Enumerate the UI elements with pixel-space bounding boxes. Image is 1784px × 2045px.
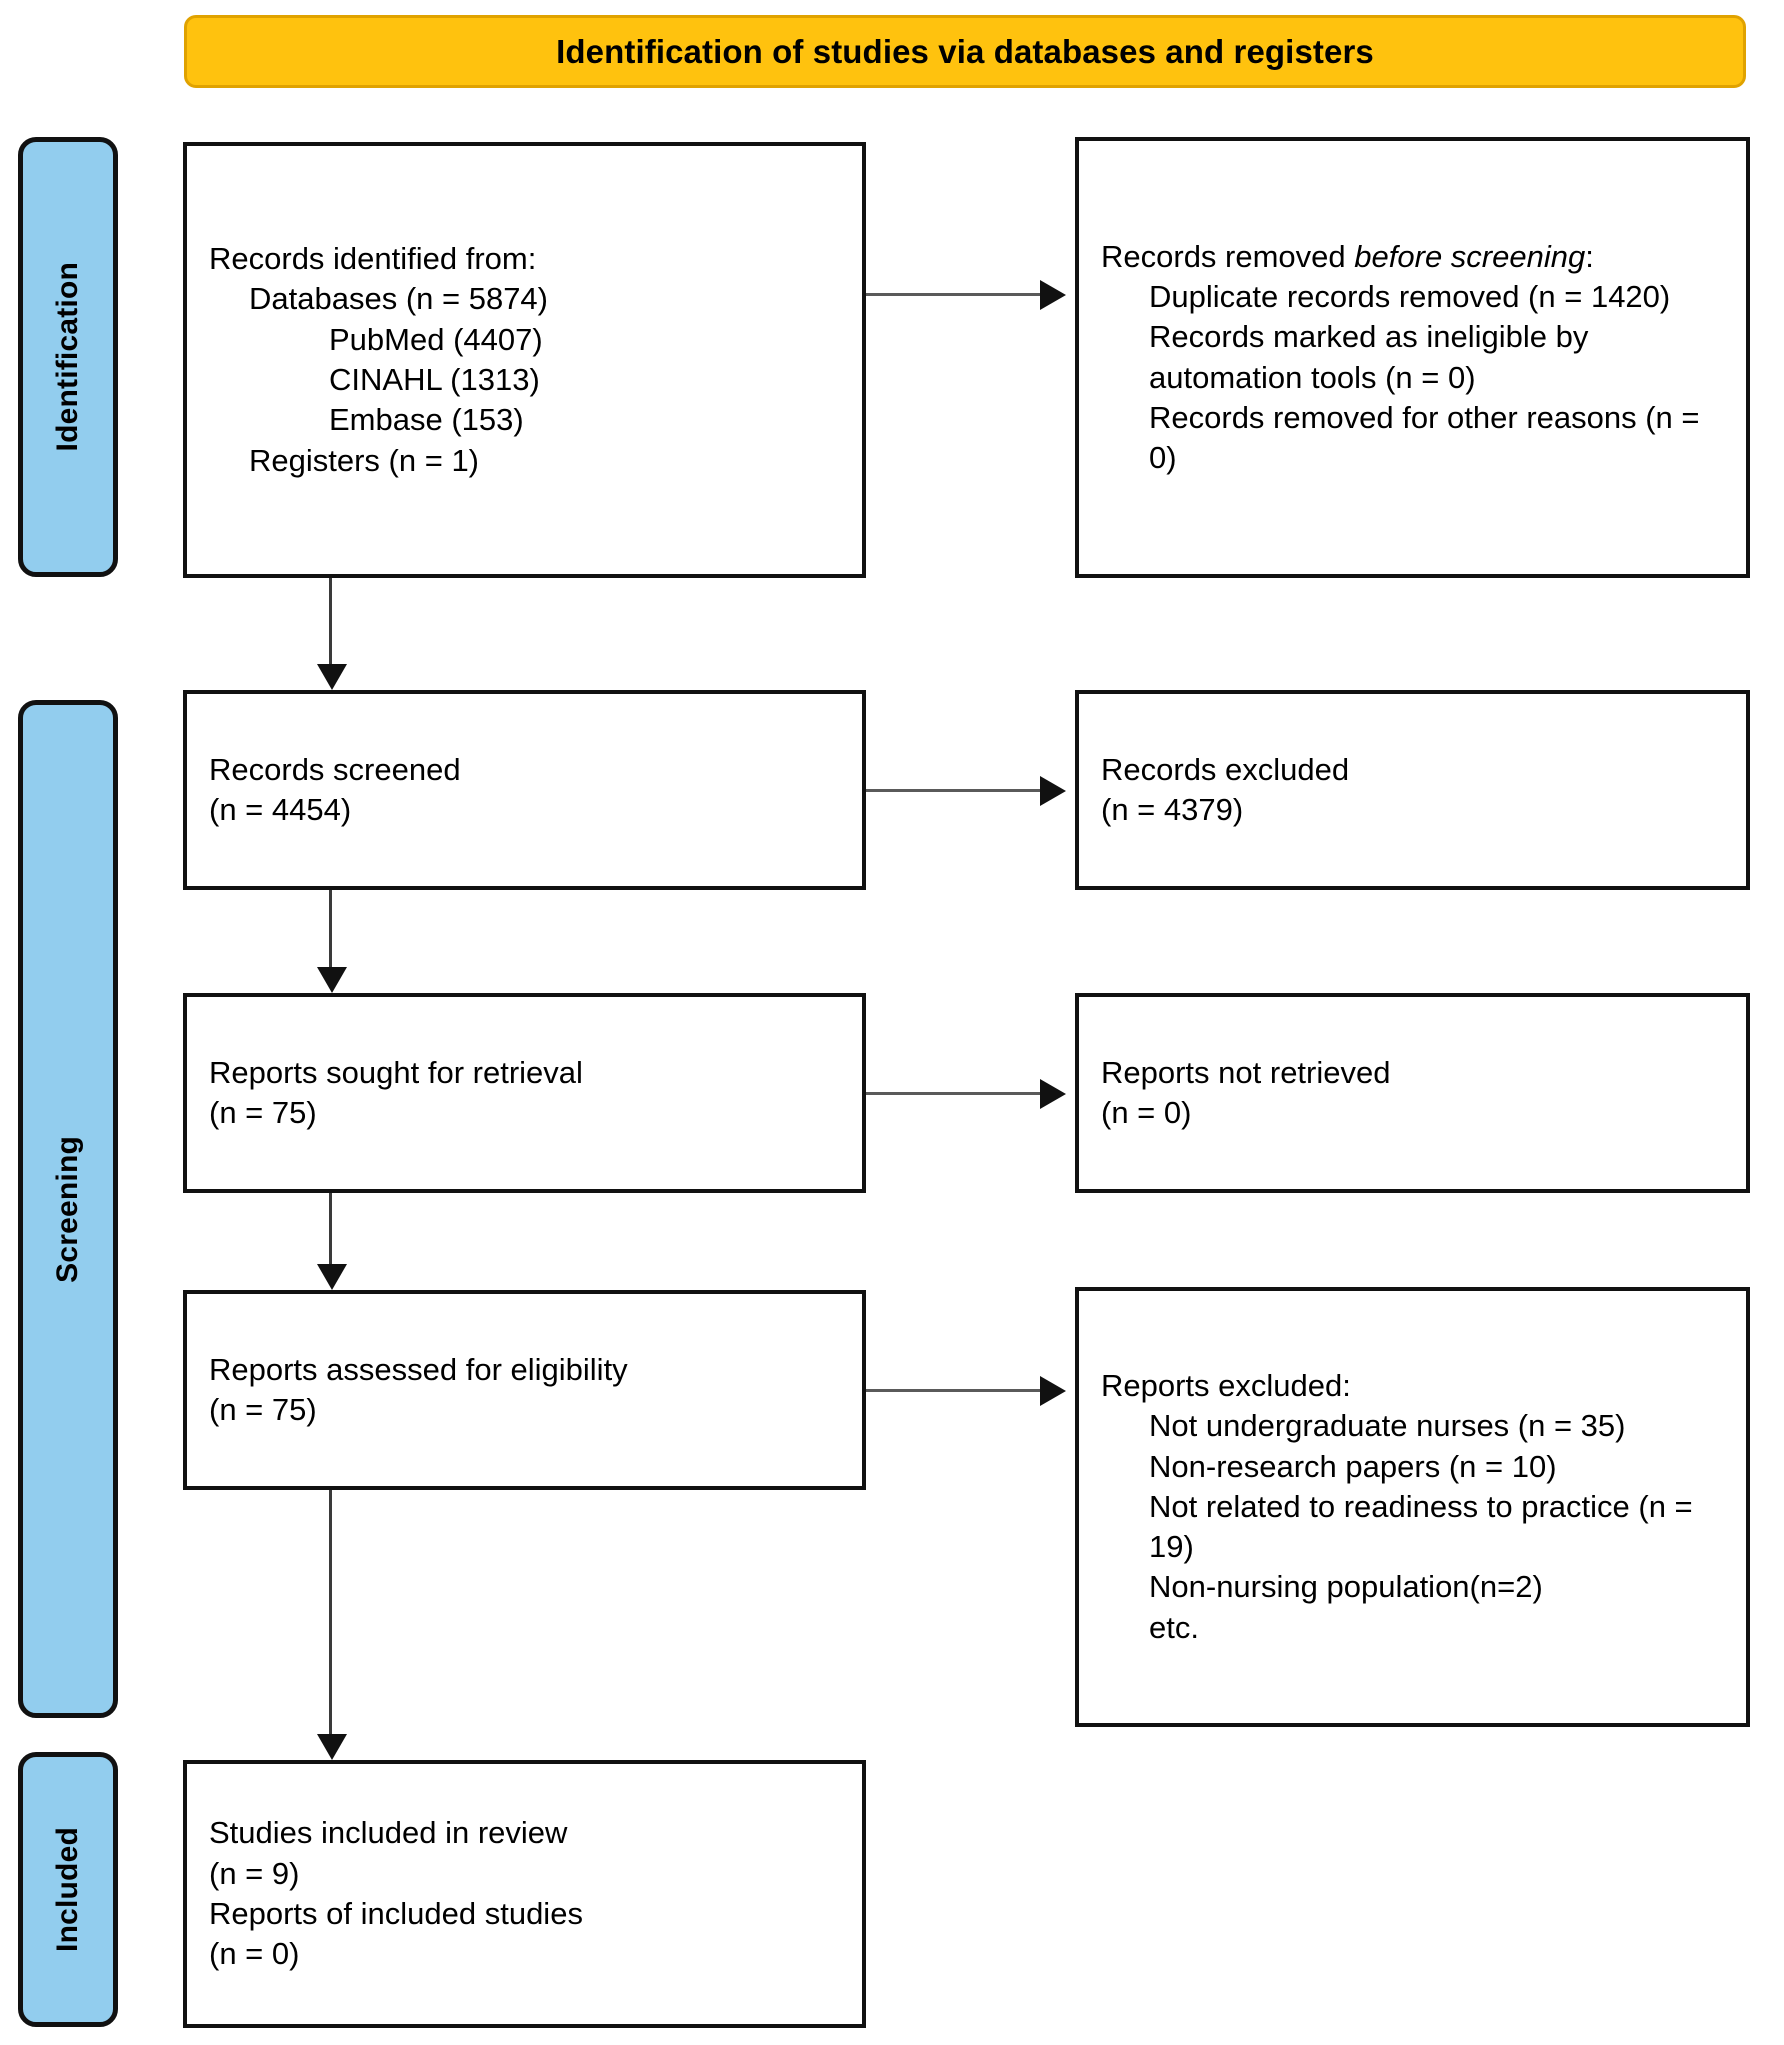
records-identified-line-embase: Embase (153) [329,402,524,438]
reports-excluded-line-not-related: Not related to readiness to practice (n … [1149,1488,1702,1565]
connector-sought-to-assessed-arrowhead-icon [317,1264,347,1290]
records-identified-line-0: Records identified from: [209,241,537,277]
connector-screened-to-excluded-line [866,789,1042,792]
studies-included-label: Studies included in review [209,1815,568,1851]
connector-assessed-to-included-line [329,1490,332,1748]
records-identified-line-registers: Registers (n = 1) [249,442,480,478]
reports-assessed-label: Reports assessed for eligibility [209,1351,628,1387]
header-banner: Identification of studies via databases … [184,15,1746,88]
records-removed-heading-italic: before screening [1354,238,1586,274]
connector-identified-to-removed-line [866,293,1042,296]
stage-label-screening-text: Screening [51,1135,84,1283]
reports-of-included-count: (n = 0) [209,1936,300,1972]
connector-identified-to-removed-arrowhead-icon [1040,280,1066,310]
connector-sought-to-assessed-line [329,1193,332,1277]
stage-label-identification-text: Identification [51,262,84,452]
box-studies-included: Studies included in review (n = 9) Repor… [183,1760,866,2028]
box-reports-not-retrieved: Reports not retrieved (n = 0) [1075,993,1750,1193]
box-records-identified: Records identified from: Databases (n = … [183,142,866,578]
reports-of-included-label: Reports of included studies [209,1896,583,1931]
box-records-removed-before-screening: Records removed before screening: Duplic… [1075,137,1750,578]
reports-excluded-heading: Reports excluded: [1101,1367,1351,1403]
records-removed-line-other: Records removed for other reasons (n = 0… [1149,399,1709,476]
reports-excluded-line-etc: etc. [1149,1609,1199,1645]
stage-label-screening: Screening [18,700,118,1718]
records-excluded-label: Records excluded [1101,751,1350,787]
reports-assessed-count: (n = 75) [209,1392,317,1427]
records-identified-line-pubmed: PubMed (4407) [329,321,543,357]
connector-screened-to-excluded-arrowhead-icon [1040,776,1066,806]
studies-included-count: (n = 9) [209,1855,300,1891]
records-removed-heading: Records removed before screening: [1101,237,1724,277]
connector-sought-to-not-retrieved-arrowhead-icon [1040,1079,1066,1109]
box-records-excluded: Records excluded (n = 4379) [1075,690,1750,890]
reports-not-retrieved-count: (n = 0) [1101,1095,1192,1130]
header-banner-title: Identification of studies via databases … [556,32,1374,70]
reports-sought-count: (n = 75) [209,1095,317,1130]
reports-excluded-line-non-nursing: Non-nursing population(n=2) [1149,1569,1543,1605]
connector-identified-to-screened-arrowhead-icon [317,664,347,690]
reports-excluded-line-not-undergrad: Not undergraduate nurses (n = 35) [1149,1408,1626,1444]
records-removed-heading-colon: : [1585,238,1594,274]
reports-not-retrieved-label: Reports not retrieved [1101,1054,1391,1090]
records-identified-line-databases: Databases (n = 5874) [249,281,548,317]
records-removed-line-ineligible: Records marked as ineligible by automati… [1149,319,1597,395]
connector-assessed-to-reports-excluded-arrowhead-icon [1040,1376,1066,1406]
connector-assessed-to-reports-excluded-line [866,1389,1042,1392]
box-reports-excluded: Reports excluded: Not undergraduate nurs… [1075,1287,1750,1727]
stage-label-identification: Identification [18,137,118,577]
box-reports-assessed-for-eligibility: Reports assessed for eligibility (n = 75… [183,1290,866,1490]
records-screened-count: (n = 4454) [209,792,352,827]
records-screened-label: Records screened [209,751,461,787]
reports-excluded-line-non-research: Non-research papers (n = 10) [1149,1448,1557,1484]
stage-label-included: Included [18,1752,118,2027]
connector-identified-to-screened-line [329,578,332,670]
records-identified-line-cinahl: CINAHL (1313) [329,362,540,397]
reports-sought-label: Reports sought for retrieval [209,1054,583,1090]
connector-sought-to-not-retrieved-line [866,1092,1042,1095]
records-excluded-count: (n = 4379) [1101,792,1244,827]
box-records-screened: Records screened (n = 4454) [183,690,866,890]
stage-label-included-text: Included [51,1827,84,1952]
records-removed-line-duplicates: Duplicate records removed (n = 1420) [1149,278,1671,314]
box-reports-sought-for-retrieval: Reports sought for retrieval (n = 75) [183,993,866,1193]
connector-assessed-to-included-arrowhead-icon [317,1734,347,1760]
records-removed-heading-a: Records removed [1101,238,1355,274]
connector-screened-to-sought-line [329,890,332,974]
connector-screened-to-sought-arrowhead-icon [317,967,347,993]
